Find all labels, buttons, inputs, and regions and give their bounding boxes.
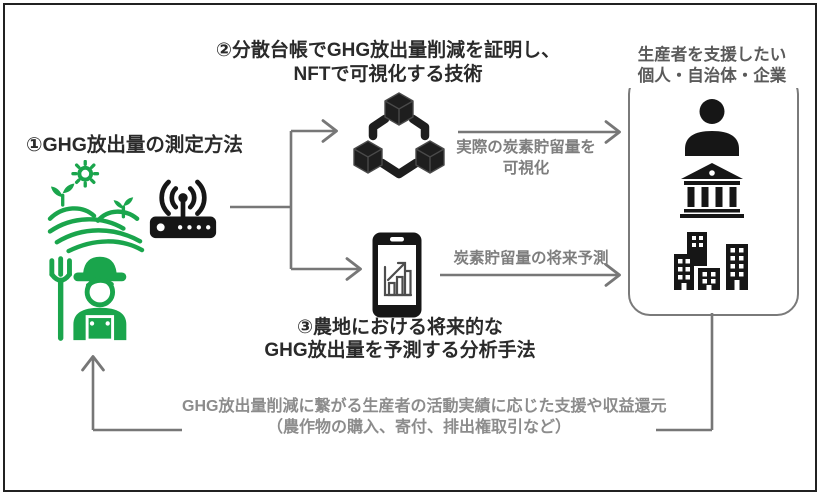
supporters-title-line1: 生産者を支援したい <box>637 46 787 64</box>
feedback-line1: GHG放出量削減に繋がる生産者の活動実績に応じた支援や収益還元 <box>182 398 667 415</box>
actual-storage-line1: 実際の炭素貯留量を <box>456 139 596 156</box>
supporters-title-line2: 個人・自治体・企業 <box>637 67 787 85</box>
buildings-icon <box>674 232 748 290</box>
smartphone-chart-icon <box>372 232 422 318</box>
farm-field-icon <box>47 160 145 254</box>
step2-line1: ②分散台帳でGHG放出量削減を証明し、 <box>215 40 561 61</box>
person-icon <box>685 99 739 156</box>
bank-icon <box>680 163 744 218</box>
outer-border <box>3 3 817 492</box>
actual-storage-label: 実際の炭素貯留量を 可視化 <box>436 137 616 179</box>
forecast-label: 炭素貯留量の将来予測 <box>453 250 609 267</box>
step3-line2: GHG放出量を予測する分析手法 <box>264 340 536 361</box>
blockchain-icon <box>353 92 445 179</box>
farmer-icon <box>49 256 127 342</box>
step2-label: ②分散台帳でGHG放出量削減を証明し、 NFTで可視化する技術 <box>158 39 618 87</box>
step1-label: ①GHG放出量の測定方法 <box>26 134 243 156</box>
step3-line1: ③農地における将来的な <box>296 317 504 338</box>
step2-line2: NFTで可視化する技術 <box>293 64 483 85</box>
feedback-label: GHG放出量削減に繋がる生産者の活動実績に応じた支援や収益還元 （農作物の購入、… <box>182 396 667 438</box>
wifi-router-icon <box>149 179 217 239</box>
actual-storage-line2: 可視化 <box>502 160 550 177</box>
feedback-line2: （農作物の購入、寄付、排出権取引など） <box>266 419 571 436</box>
supporters-box-title: 生産者を支援したい 個人・自治体・企業 <box>612 44 812 88</box>
step3-label: ③農地における将来的な GHG放出量を予測する分析手法 <box>240 316 560 362</box>
